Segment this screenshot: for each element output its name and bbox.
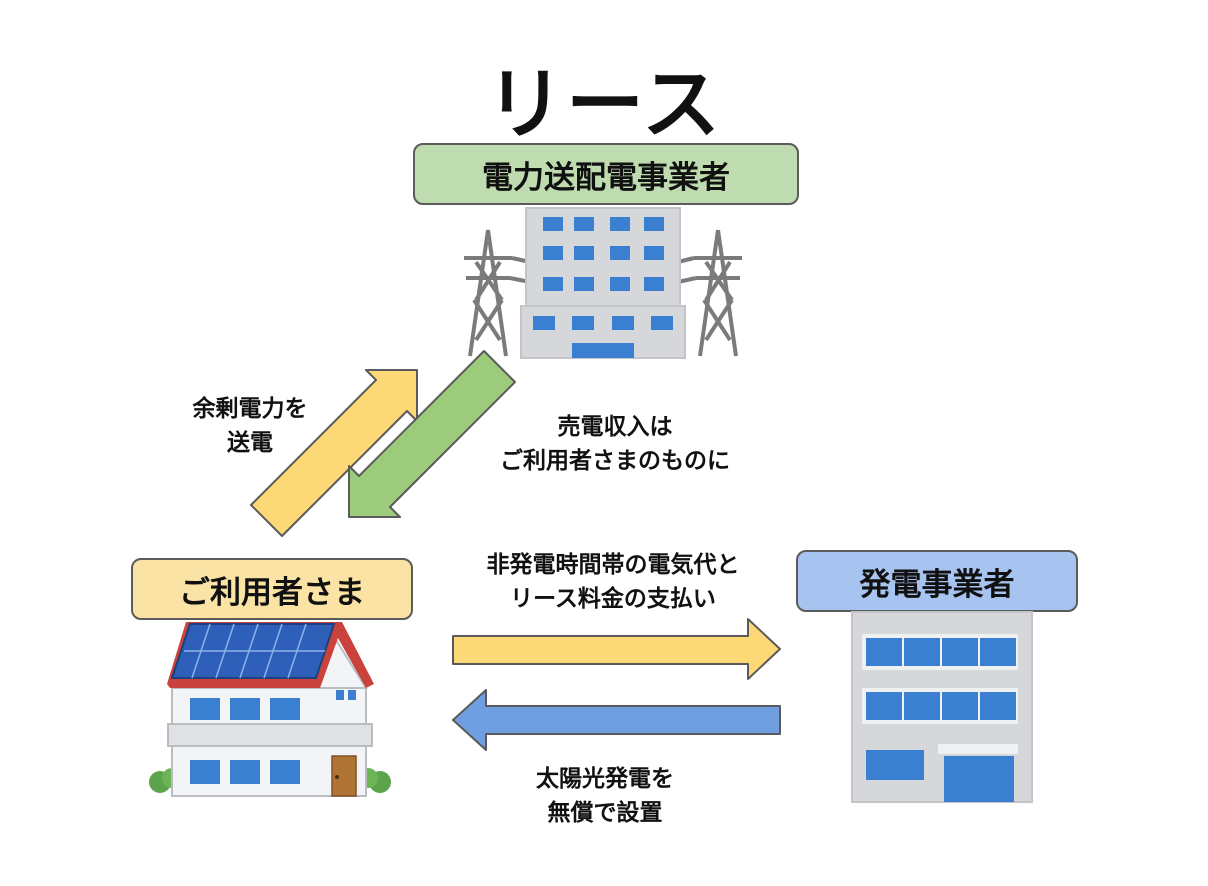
house-icon: [149, 622, 391, 797]
sales-revenue-arrow: [348, 350, 516, 518]
power-company-label: 発電事業者: [859, 566, 1015, 603]
office-building-icon: [851, 611, 1033, 803]
solar-panel-icon: [170, 623, 336, 679]
page-title: リース: [485, 60, 723, 150]
right-pylon-icon: [677, 229, 742, 357]
customer-box: ご利用者さま: [131, 558, 413, 620]
payment-arrow: [452, 618, 781, 680]
solar-install-arrow: [452, 689, 781, 751]
surplus-power-label: 余剰電力を 送電: [192, 396, 308, 456]
surplus-power-arrow: [250, 369, 418, 537]
payment-label: 非発電時間帯の電気代と リース料金の支払い: [486, 552, 740, 612]
solar-install-label: 太陽光発電を 無償で設置: [536, 766, 674, 826]
grid-operator-box: 電力送配電事業者: [413, 143, 799, 205]
grid-building-icon: [464, 207, 742, 359]
customer-label: ご利用者さま: [179, 574, 365, 611]
sales-revenue-label: 売電収入は ご利用者さまのものに: [500, 414, 730, 474]
left-pylon-icon: [464, 229, 531, 357]
grid-operator-label: 電力送配電事業者: [482, 159, 730, 196]
